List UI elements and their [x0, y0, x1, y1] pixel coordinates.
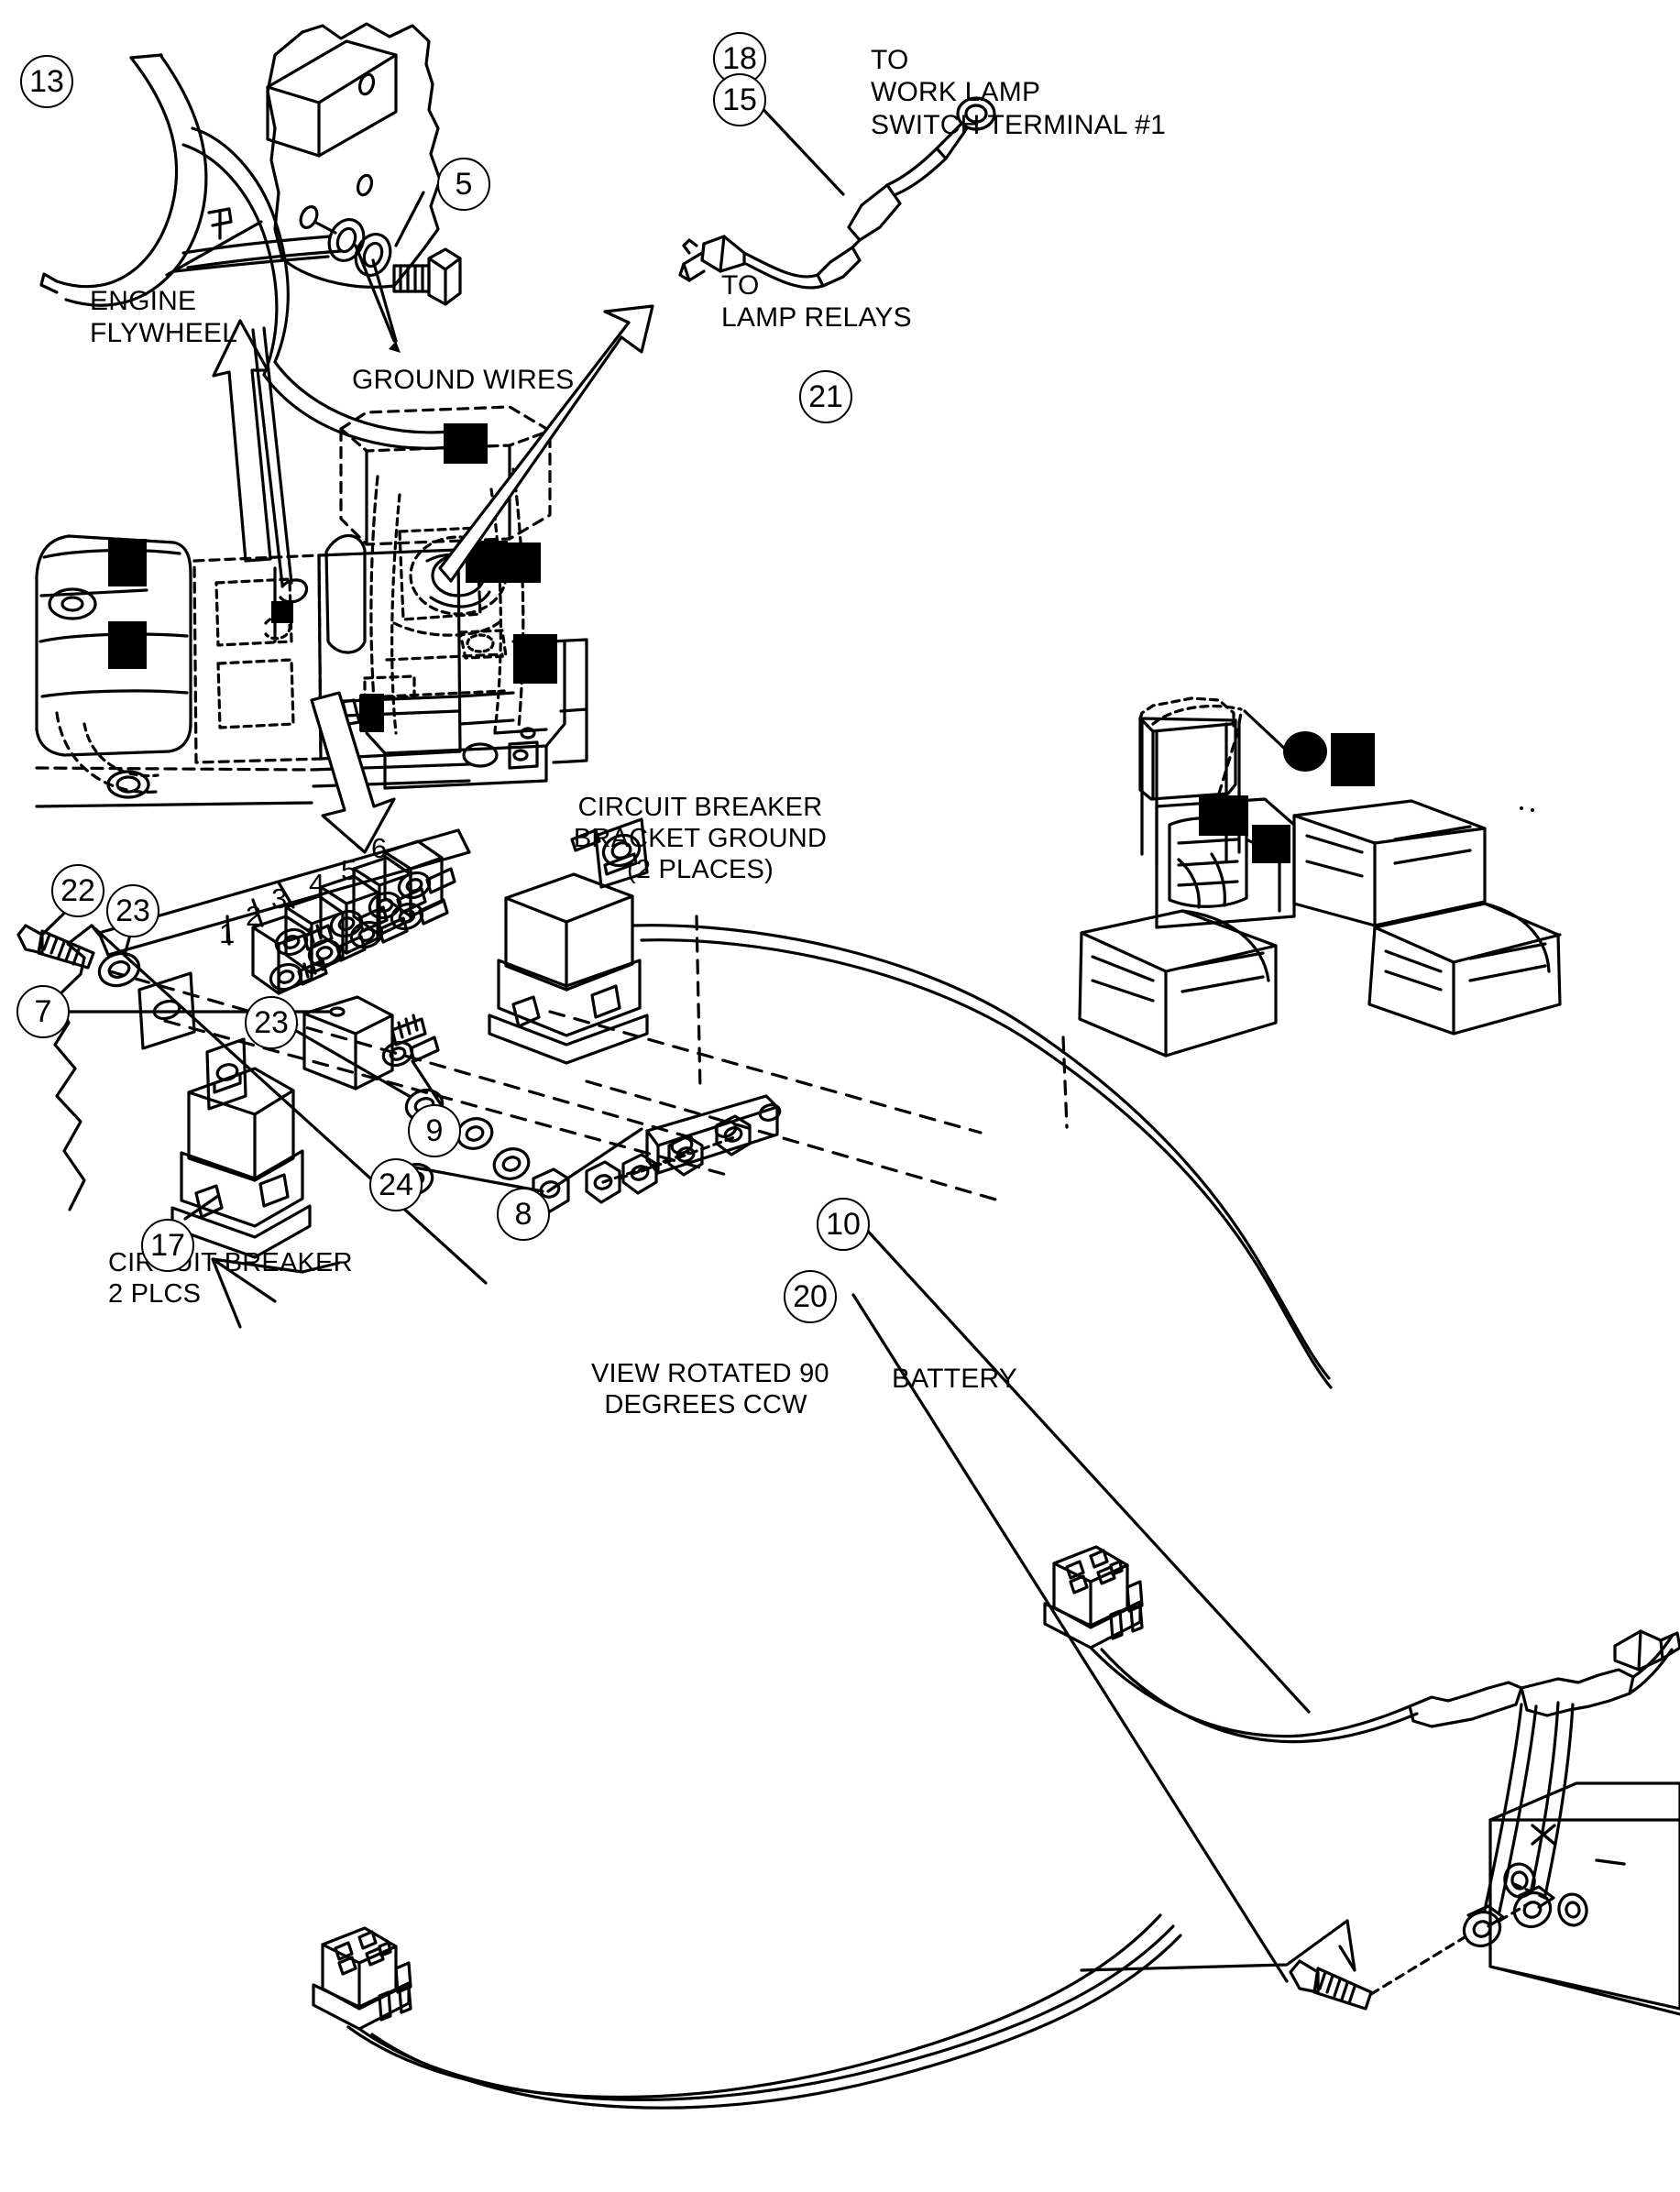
- label-battery: BATTERY: [892, 1364, 1017, 1394]
- callout-23-mid[interactable]: 23: [245, 996, 298, 1049]
- leader-number-2: 2: [246, 900, 262, 932]
- callout-5[interactable]: 5: [437, 158, 490, 211]
- label-circuit-breaker-2plcs: CIRCUIT BREAKER 2 PLCS: [108, 1248, 353, 1310]
- leader-number-5: 5: [341, 854, 357, 886]
- callout-13[interactable]: 13: [20, 55, 73, 108]
- hex-bolt-5: [392, 247, 462, 306]
- leader-number-6: 6: [371, 832, 388, 864]
- relay-large-upper: [488, 872, 649, 1065]
- callout-8[interactable]: 8: [497, 1188, 550, 1241]
- ground-strap-plate: [645, 1094, 782, 1175]
- leader-number-4: 4: [309, 868, 325, 900]
- engine-flywheel-detail: [39, 22, 462, 450]
- callout-9[interactable]: 9: [408, 1104, 461, 1157]
- label-view-rotated: VIEW ROTATED 90 DEGREES CCW: [591, 1359, 829, 1420]
- label-to-work-lamp: TO WORK LAMP SWITCH TERMINAL #1: [871, 45, 1166, 140]
- leader-number-3: 3: [271, 882, 288, 915]
- callout-10[interactable]: 10: [817, 1198, 870, 1251]
- hex-bolt-20: [1289, 1959, 1373, 2011]
- label-to-lamp-relays: TO LAMP RELAYS: [721, 270, 912, 334]
- callout-21[interactable]: 21: [799, 370, 852, 423]
- label-engine-flywheel: ENGINE FLYWHEEL: [90, 286, 238, 349]
- roller-pictorial: [1078, 696, 1562, 1058]
- relay-socket-upper-right: [1043, 1545, 1144, 1649]
- view-arrow-down: [310, 691, 396, 854]
- label-circuit-breaker-bracket-ground: CIRCUIT BREAKER BRACKET GROUND (2 PLACES…: [573, 793, 828, 885]
- callout-7[interactable]: 7: [16, 985, 70, 1038]
- callout-22[interactable]: 22: [51, 864, 104, 917]
- callout-17[interactable]: 17: [141, 1219, 194, 1272]
- washer-23-a: [97, 951, 141, 988]
- battery-box: [1488, 1781, 1680, 2016]
- hex-bolt-22: [16, 924, 95, 970]
- callout-23-upper[interactable]: 23: [106, 884, 159, 937]
- machine-rops-view: [339, 304, 654, 790]
- main-harness: [631, 924, 1680, 1948]
- circuit-breaker-panel-assembly: [16, 817, 1680, 2110]
- view-arrow-upleft: [212, 319, 272, 563]
- callout-24[interactable]: 24: [369, 1158, 423, 1211]
- label-ground-wires: GROUND WIRES: [352, 365, 575, 395]
- leader-number-1: 1: [219, 917, 236, 949]
- callout-15[interactable]: 15: [713, 73, 766, 126]
- work-lamp-wire-assembly: [678, 96, 996, 290]
- relay-socket-lower-left: [312, 1926, 412, 2031]
- callout-20[interactable]: 20: [784, 1270, 837, 1323]
- breaker-terminal-studs: [269, 833, 642, 992]
